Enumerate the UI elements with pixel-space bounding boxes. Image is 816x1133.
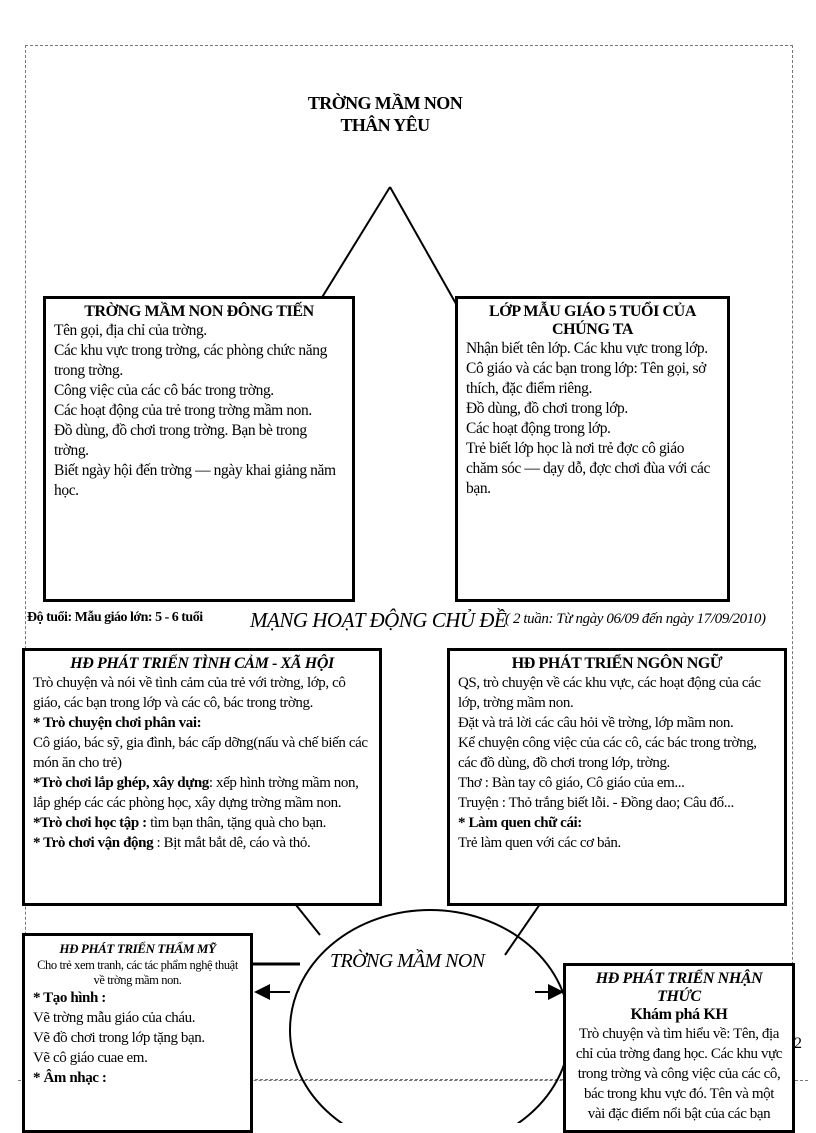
music-label: * Âm nhạc :: [33, 1070, 107, 1086]
intro-text: Cho trẻ xem tranh, các tác phẩm nghệ thu…: [37, 958, 238, 987]
page-break-line: [18, 1080, 808, 1081]
box-heading: HĐ PHÁT TRIỂN THẨM MỸ: [59, 941, 216, 956]
center-ellipse: [289, 909, 571, 1123]
box-heading: TRỜNG MẦM NON ĐÔNG TIẾN: [84, 303, 314, 320]
age-label: Độ tuổi: Mẫu giáo lớn: 5 - 6 tuổi: [27, 610, 203, 625]
box-subheading: Khám phá KH: [630, 1006, 728, 1023]
move-label: * Trò chơi vận động: [33, 835, 154, 851]
box-language: HĐ PHÁT TRIỂN NGÔN NGỮ QS, trò chuyện về…: [447, 648, 787, 906]
list-line: Công việc của các cô bác trong trờng.: [54, 382, 274, 399]
list-line: Đồ dùng, đồ chơi trong trờng. Bạn bè tro…: [54, 422, 307, 459]
list-line: Tên gọi, địa chỉ của trờng.: [54, 322, 207, 339]
list-line: Thơ : Bàn tay cô giáo, Cô giáo của em...: [458, 775, 685, 791]
box-arts: HĐ PHÁT TRIỂN THẨM MỸ Cho trẻ xem tranh,…: [22, 933, 253, 1133]
build-text: : xếp hình trờng mầm non, lắp ghép các c…: [33, 775, 359, 811]
list-line: Vẽ trờng mẫu giáo của cháu.: [33, 1010, 196, 1026]
learn-text: tìm bạn thân, tặng quà cho bạn.: [146, 815, 326, 831]
page-title: TRỜNG MẦM NON THÂN YÊU: [300, 92, 470, 136]
letters-text: Trẻ làm quen với các cơ bản.: [458, 835, 621, 851]
roleplay-label: * Trò chuyện chơi phân vai:: [33, 715, 202, 731]
box-heading: LỚP MẪU GIÁO 5 TUỔI CỦA CHÚNG TA: [489, 303, 696, 338]
roleplay-text: Cô giáo, bác sỹ, gia đình, bác cấp dỡng(…: [33, 735, 368, 771]
title-line-1: TRỜNG MẦM NON: [307, 93, 463, 113]
box-heading: HĐ PHÁT TRIỂN TÌNH CẢM - XÃ HỘI: [70, 655, 334, 672]
list-line: Các hoạt động trong lớp.: [466, 420, 611, 437]
duration: ( 2 tuần: Từ ngày 06/09 đến ngày 17/09/2…: [505, 611, 766, 627]
list-line: Kể chuyện công việc của các cô, các bác …: [458, 735, 757, 771]
box-heading: HĐ PHÁT TRIỂN NHẬN THỨC: [595, 970, 763, 1005]
box-social: HĐ PHÁT TRIỂN TÌNH CẢM - XÃ HỘI Trò chuy…: [22, 648, 382, 906]
list-line: Vẽ cô giáo cuae em.: [33, 1050, 148, 1066]
list-line: Truyện : Thỏ trắng biết lỗi. - Đồng dao;…: [458, 795, 734, 811]
intro-text: Trò chuyện và nói về tình cảm của trẻ vớ…: [33, 675, 346, 711]
letters-label: * Làm quen chữ cái:: [458, 815, 582, 831]
list-line: Nhận biết tên lớp. Các khu vực trong lớp…: [466, 340, 708, 357]
list-line: Các khu vực trong trờng, các phòng chức …: [54, 342, 327, 379]
box-heading: HĐ PHÁT TRIỂN NGÔN NGỮ: [511, 655, 723, 672]
title-line-2: THÂN YÊU: [340, 115, 430, 135]
cognitive-text: Trò chuyện và tìm hiểu về: Tên, địa chỉ …: [575, 1026, 783, 1122]
learn-label: *Trò chơi học tập :: [33, 815, 147, 831]
move-text: : Bịt mắt bắt dê, cáo và thỏ.: [153, 835, 311, 851]
list-line: QS, trò chuyện về các khu vực, các hoạt …: [458, 675, 761, 711]
art-label: * Tạo hình :: [33, 990, 106, 1006]
web-title: MẠNG HOẠT ĐỘNG CHỦ ĐỀ: [250, 608, 507, 632]
box-school: TRỜNG MẦM NON ĐÔNG TIẾN Tên gọi, địa chỉ…: [43, 296, 355, 602]
list-line: Trẻ biết lớp học là nơi trẻ đợc cô giáo …: [466, 440, 710, 497]
list-line: Cô giáo và các bạn trong lớp: Tên gọi, s…: [466, 360, 706, 397]
box-cognitive: HĐ PHÁT TRIỂN NHẬN THỨC Khám phá KH Trò …: [563, 963, 795, 1133]
list-line: Đặt và trả lời các câu hỏi về trờng, lớp…: [458, 715, 734, 731]
center-label: TRỜNG MẦM NON: [330, 950, 485, 972]
page-number: 2: [794, 1035, 802, 1052]
box-class: LỚP MẪU GIÁO 5 TUỔI CỦA CHÚNG TA Nhận bi…: [455, 296, 730, 602]
build-label: *Trò chơi lắp ghép, xây dựng: [33, 775, 209, 791]
page-border: [25, 45, 793, 1080]
list-line: Các hoạt động của trẻ trong trờng mầm no…: [54, 402, 312, 419]
list-line: Biết ngày hội đến trờng — ngày khai giản…: [54, 462, 336, 499]
list-line: Vẽ đồ chơi trong lớp tặng bạn.: [33, 1030, 205, 1046]
list-line: Đồ dùng, đồ chơi trong lớp.: [466, 400, 628, 417]
